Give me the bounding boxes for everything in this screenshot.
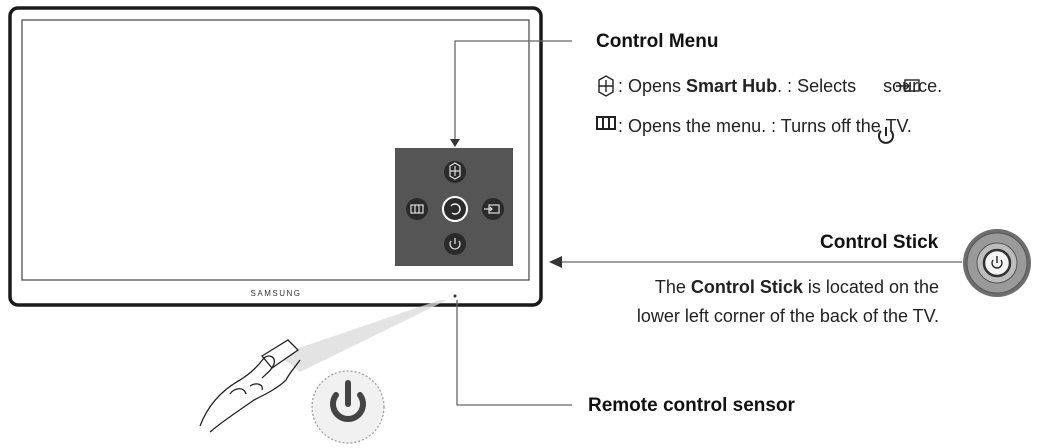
control-stick-desc-pre: The: [654, 277, 691, 297]
control-stick-title: Control Stick: [820, 232, 939, 253]
remote-sensor-title: Remote control sensor: [588, 395, 795, 416]
control-menu-line2-part1: : Opens the menu. : Turns off: [618, 116, 851, 136]
control-menu-line1-part3: source.: [878, 76, 943, 96]
smart-hub-icon: [598, 75, 614, 97]
control-menu-panel: [395, 148, 513, 266]
control-stick-illustration: [963, 229, 1031, 297]
smart-hub-label: Smart Hub: [686, 76, 778, 96]
panel-source-button[interactable]: [482, 198, 504, 220]
control-stick-desc-line1: The Control Stick is located on the: [655, 277, 939, 298]
power-icon: [878, 127, 894, 144]
control-stick-desc-post: is located on the: [802, 277, 939, 297]
panel-power-icon: [449, 238, 461, 250]
control-menu-arrowhead: [450, 139, 460, 147]
control-stick-desc-bold: Control Stick: [690, 277, 803, 297]
control-menu-line1-part2: . : Selects: [777, 76, 857, 96]
control-menu-line1: : Opens Smart Hub. : Selects source.: [618, 76, 942, 97]
panel-menu-button[interactable]: [406, 198, 428, 220]
control-menu-line1-part1: : Opens: [618, 76, 687, 96]
control-menu-line2: : Opens the menu. : Turns off the TV.: [618, 116, 912, 137]
panel-source-icon: [484, 204, 500, 214]
control-stick-desc-line2: lower left corner of the back of the TV.: [636, 306, 939, 326]
panel-return-icon: [450, 203, 461, 215]
control-menu-title: Control Menu: [596, 31, 719, 52]
remote-sensor-dot: [453, 294, 457, 298]
panel-return-button[interactable]: [442, 196, 468, 222]
control-menu-connector: [454, 40, 572, 140]
tv-brand-logo: SAMSUNG: [251, 289, 302, 298]
source-icon: [896, 79, 920, 92]
control-menu-line2-part2: the TV.: [850, 116, 912, 136]
remote-sensor-connector: [456, 300, 572, 406]
hand-with-remote: [199, 300, 447, 433]
remote-power-bubble: [311, 370, 385, 444]
panel-menu-icon: [410, 204, 424, 214]
hand-outline: [199, 355, 301, 433]
remote-body: [261, 339, 300, 369]
ir-beam: [278, 300, 447, 372]
connector-lines: [450, 40, 962, 406]
menu-icon: [596, 116, 616, 130]
panel-smart-hub-icon: [449, 162, 461, 180]
control-stick-arrowhead: [549, 256, 562, 268]
